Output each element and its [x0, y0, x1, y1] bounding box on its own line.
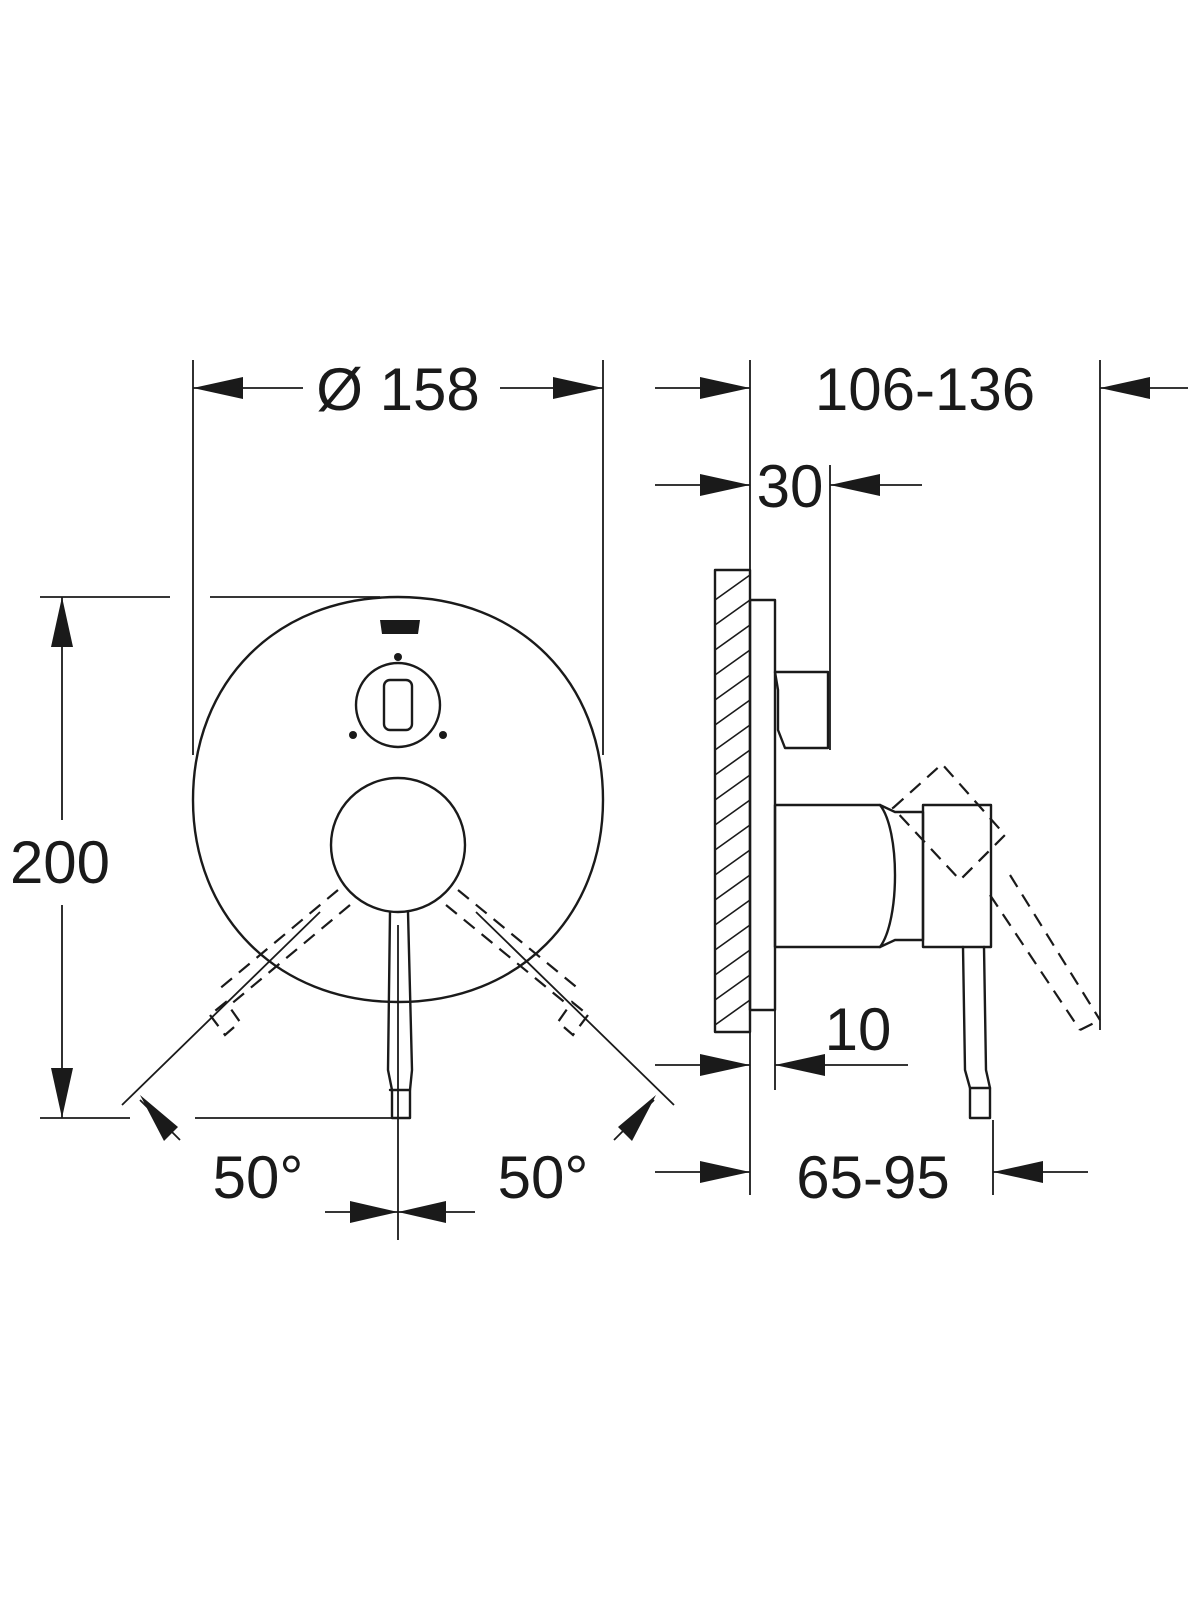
lever-front — [386, 910, 414, 1120]
lever-right-dashed — [445, 889, 590, 1037]
logo-mark — [380, 620, 420, 634]
diameter-dimension: Ø 158 — [193, 356, 603, 423]
lever-left-dashed — [208, 889, 351, 1037]
height-label: 200 — [10, 829, 110, 896]
offset-label: 10 — [825, 996, 892, 1063]
side-view: 106-136 30 — [655, 356, 1188, 1211]
offset-dimension: 10 — [655, 996, 908, 1090]
depth-body-label: 30 — [757, 453, 824, 520]
diverter-knob — [349, 653, 447, 749]
diameter-label: Ø 158 — [316, 356, 479, 423]
lever-depth-label: 65-95 — [796, 1144, 949, 1211]
height-dimension: 200 — [10, 597, 110, 1118]
depth-total-dimension: 106-136 — [655, 356, 1188, 1030]
angle-dimensions: 50° 50° — [121, 911, 675, 1240]
lever-tilted-dashed — [891, 762, 1101, 1031]
lever-depth-dimension: 65-95 — [655, 1120, 1088, 1211]
diverter-knob-profile — [773, 670, 830, 750]
lever-body-profile — [773, 803, 993, 949]
angle-left-label: 50° — [213, 1144, 304, 1211]
depth-total-label: 106-136 — [815, 356, 1035, 423]
wall-section — [713, 568, 752, 1034]
angle-right-label: 50° — [498, 1144, 589, 1211]
cover-plate-profile — [748, 598, 777, 1012]
front-view: Ø 158 — [10, 356, 675, 1240]
depth-body-dimension: 30 — [655, 453, 922, 750]
lever-handle-profile — [961, 945, 992, 1120]
lever-hub — [329, 776, 467, 914]
